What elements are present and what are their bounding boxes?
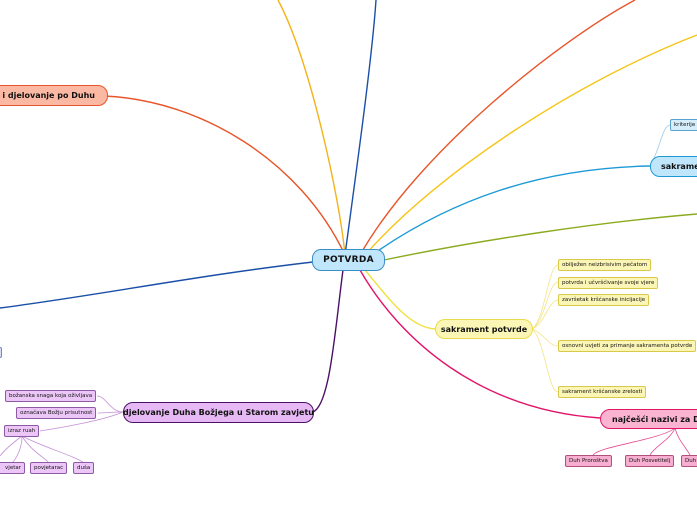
branch-sakramenti[interactable]: sakramenti <box>650 156 697 177</box>
offscreen-left-node[interactable] <box>0 347 2 358</box>
edge-topright-yellow <box>364 34 697 256</box>
sz-item-bozanska-snaga[interactable]: božanska snaga koja oživljava <box>5 390 97 402</box>
edge-potvrda <box>364 269 437 330</box>
sz-item-izraz-ruah[interactable]: izraz ruah <box>4 425 40 437</box>
edge-top-orange <box>277 0 346 256</box>
nazivi-item-duh-prorostva[interactable]: Duh Proroštva <box>565 455 612 467</box>
edge-sz <box>312 269 344 413</box>
branch-stari-zavjet[interactable]: djelovanje Duha Božjega u Starom zavjetu <box>123 402 314 423</box>
potvrda-item-ucvrscivanje[interactable]: potvrda i učvršćivanje svoje vjere <box>558 277 659 289</box>
branch-zivot-po-duhu[interactable]: Život i djelovanje po Duhu <box>0 85 108 106</box>
ruah-item-dusa[interactable]: duša <box>73 462 95 474</box>
sakramenti-item-kriterije[interactable]: kriterije <box>670 119 697 131</box>
edge-green <box>383 213 697 261</box>
ruah-item-vjetar[interactable]: vjetar <box>0 462 25 474</box>
edge-top-navy <box>344 0 377 256</box>
sz-item-bozja-prisutnost[interactable]: označava Božju prisutnost <box>16 407 97 419</box>
branch-sakrament-potvrde[interactable]: sakrament potvrde <box>435 319 533 339</box>
edge-zivot <box>103 95 346 256</box>
potvrda-item-pecat[interactable]: obilježen neizbrisivim pečatom <box>558 259 652 271</box>
edge-nazivi <box>359 269 601 419</box>
branch-nazivi-za-duha[interactable]: najčešći nazivi za Duha <box>600 409 697 429</box>
edge-sakramenti <box>371 165 651 256</box>
potvrda-item-inicijacija[interactable]: završetak kršćanske inicijacije <box>558 294 650 306</box>
potvrda-item-uvjeti[interactable]: osnovni uvjeti za primanje sakramenta po… <box>558 340 697 352</box>
potvrda-item-zrelost[interactable]: sakrament kršćanske zrelosti <box>558 386 647 398</box>
nazivi-item-duh-posvetitelj[interactable]: Duh Posvetitelj <box>625 455 675 467</box>
ruah-item-povjetarac[interactable]: povjetarac <box>30 462 68 474</box>
nazivi-item-duh[interactable]: Duh <box>681 455 697 467</box>
edge-left-navy <box>0 261 314 309</box>
edge-topright-red <box>359 0 636 256</box>
central-topic[interactable]: POTVRDA <box>312 249 385 271</box>
